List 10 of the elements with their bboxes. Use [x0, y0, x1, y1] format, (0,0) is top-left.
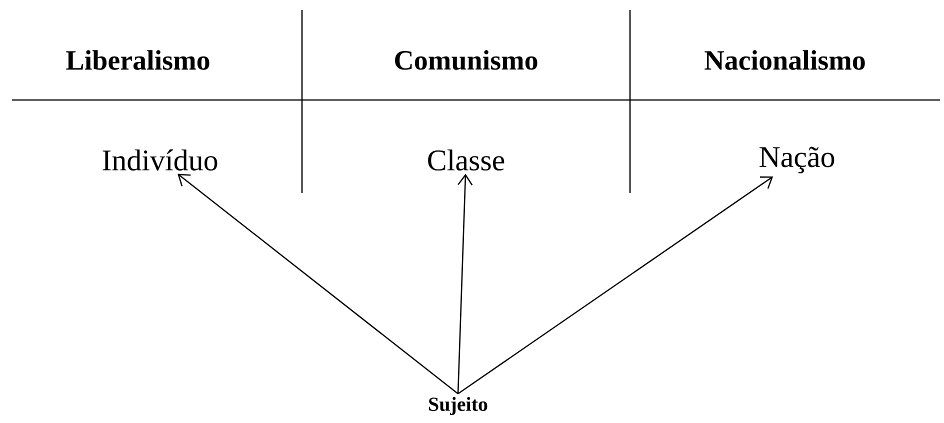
- subject-label: Sujeito: [429, 396, 488, 416]
- column-header: Nacionalismo: [704, 50, 865, 70]
- arrow: [457, 174, 473, 394]
- arrow: [178, 174, 458, 394]
- table-cell: Indivíduo: [102, 149, 218, 171]
- column-header: Comunismo: [395, 50, 538, 70]
- table-cell: Nação: [760, 146, 834, 174]
- arrow: [458, 176, 774, 394]
- column-header: Liberalismo: [66, 50, 210, 70]
- table-cell: Classe: [428, 149, 504, 171]
